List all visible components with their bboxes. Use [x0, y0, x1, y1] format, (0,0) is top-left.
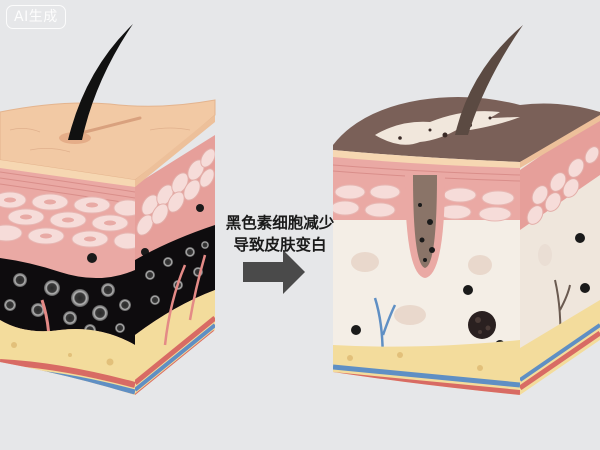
- caption-line-2: 导致皮肤变白: [233, 236, 327, 254]
- ai-generated-badge: AI生成: [6, 5, 66, 29]
- arrow-right-icon: [243, 250, 305, 294]
- normal-skin-block: [0, 24, 216, 395]
- depigmented-skin-block: [333, 25, 600, 395]
- caption: 黑色素细胞减少 导致皮肤变白: [222, 212, 338, 256]
- hair-icon: [68, 24, 133, 140]
- hair-icon: [455, 25, 523, 135]
- caption-line-1: 黑色素细胞减少: [225, 214, 335, 232]
